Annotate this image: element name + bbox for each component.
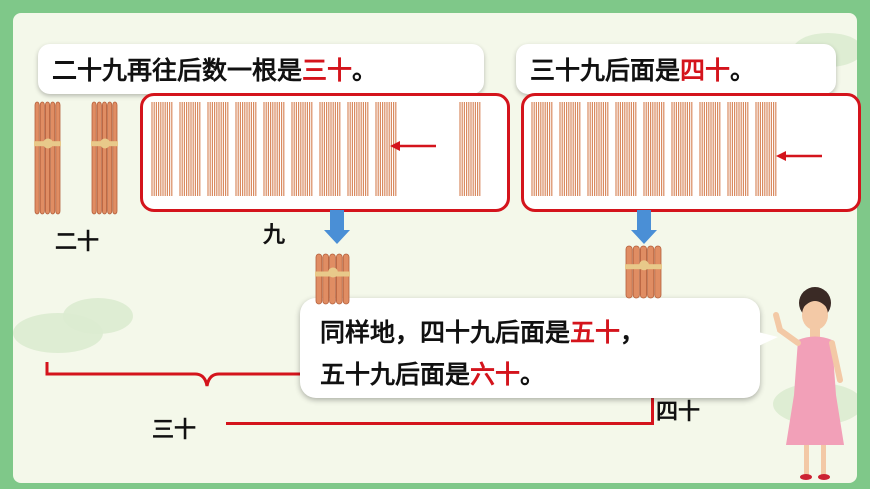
speech-punct: ， (620, 318, 646, 347)
stick-group (755, 102, 777, 196)
stick-group (179, 102, 201, 196)
stick-group (727, 102, 749, 196)
stick-group (375, 102, 397, 196)
stick-group (531, 102, 553, 196)
blue-down-arrow (631, 210, 657, 244)
label-twenty: 二十 (55, 230, 100, 255)
speech-bubble-tail (750, 330, 778, 350)
stick-group (263, 102, 285, 196)
stick-group (319, 102, 341, 196)
speech-punct: 。 (520, 360, 546, 389)
statement-highlight: 四十 (680, 56, 731, 85)
brace-bracket (45, 362, 363, 387)
teacher-speech-bubble: 同样地，四十九后面是五十， 五十九后面是六十。 (300, 298, 760, 398)
speech-highlight: 六十 (470, 360, 521, 389)
stick-group (671, 102, 693, 196)
speech-line-2: 五十九后面是六十。 (320, 355, 545, 391)
statement-punct: 。 (352, 56, 378, 85)
speech-line-1: 同样地，四十九后面是五十， (320, 313, 645, 349)
counting-statement-bubble-right: 三十九后面是四十。 (516, 44, 836, 94)
teacher-illustration (773, 287, 844, 480)
speech-text: 五十九后面是 (320, 360, 471, 389)
stick-group (207, 102, 229, 196)
connector-line-vertical (651, 395, 654, 425)
connector-line (226, 422, 654, 425)
statement-text: 二十九再往后数一根是 (52, 56, 303, 85)
stick-group (151, 102, 173, 196)
stick-group (235, 102, 257, 196)
statement-highlight: 三十 (302, 56, 353, 85)
speech-text: 同样地，四十九后面是 (320, 318, 571, 347)
statement-text: 三十九后面是 (530, 56, 681, 85)
label-nine: 九 (263, 223, 286, 248)
stick-bundle (91, 101, 118, 215)
stick-group (699, 102, 721, 196)
stick-group (291, 102, 313, 196)
counting-statement-bubble: 二十九再往后数一根是三十。 (38, 44, 484, 94)
stick-bundle-new (625, 245, 662, 299)
stick-bundle-new (315, 253, 350, 305)
stick-bundle (34, 101, 61, 215)
stick-group (587, 102, 609, 196)
speech-highlight: 五十 (570, 318, 621, 347)
statement-punct: 。 (730, 56, 756, 85)
label-thirty: 三十 (152, 418, 197, 443)
label-forty: 四十 (656, 400, 701, 425)
stick-group (643, 102, 665, 196)
blue-down-arrow (324, 210, 350, 244)
stick-group (559, 102, 581, 196)
stick-group (347, 102, 369, 196)
red-arrow-head (390, 141, 400, 151)
red-arrow-head (776, 151, 786, 161)
stick-bundles-twenty (34, 101, 118, 215)
stick-group (459, 102, 481, 196)
stick-group (615, 102, 637, 196)
cloud-decoration (63, 298, 133, 334)
